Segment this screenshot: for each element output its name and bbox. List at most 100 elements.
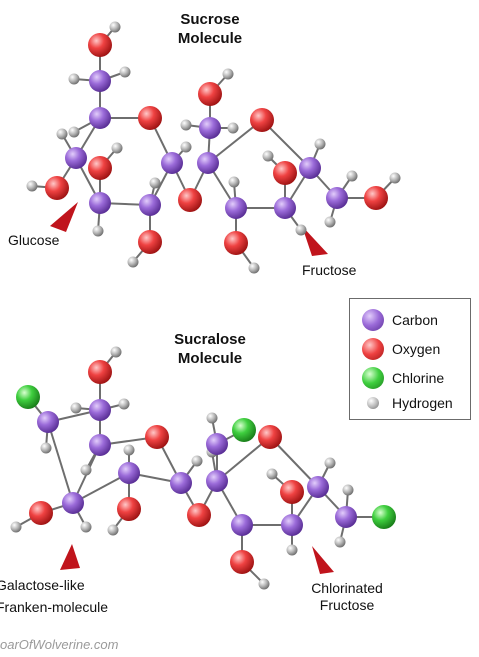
sucrose-hydrogen-atom bbox=[324, 216, 336, 228]
sucrose-oxygen-atom bbox=[250, 108, 274, 132]
chlorinated-label-line2: Fructose bbox=[319, 597, 375, 613]
legend-item-carbon: Carbon bbox=[362, 309, 438, 331]
sucralose-hydrogen-atom bbox=[206, 412, 218, 424]
sucrose-hydrogen-atom bbox=[262, 150, 274, 162]
sucrose-carbon-atom bbox=[299, 157, 321, 179]
sucralose-bond bbox=[47, 421, 74, 504]
sucralose-carbon-atom bbox=[170, 472, 192, 494]
sucrose-carbon-atom bbox=[89, 107, 111, 129]
sucralose-oxygen-atom bbox=[187, 503, 211, 527]
sucrose-oxygen-atom bbox=[364, 186, 388, 210]
sucralose-oxygen-atom bbox=[258, 425, 282, 449]
sucrose-oxygen-atom bbox=[88, 156, 112, 180]
sucrose-hydrogen-atom bbox=[222, 68, 234, 80]
sucrose-hydrogen-atom bbox=[109, 21, 121, 33]
galactose-label-line1: Galactose-like bbox=[0, 577, 85, 593]
sucrose-title: Sucrose Molecule bbox=[150, 10, 270, 48]
sucrose-oxygen-atom bbox=[138, 106, 162, 130]
hydrogen-swatch-icon bbox=[367, 397, 379, 409]
sucralose-oxygen-atom bbox=[230, 550, 254, 574]
sucrose-hydrogen-atom bbox=[314, 138, 326, 150]
sucralose-carbon-atom bbox=[307, 476, 329, 498]
sucralose-title: Sucralose Molecule bbox=[150, 330, 270, 368]
sucrose-carbon-atom bbox=[225, 197, 247, 219]
legend-item-oxygen: Oxygen bbox=[362, 338, 440, 360]
sucrose-title-line2: Molecule bbox=[177, 30, 243, 47]
sucrose-hydrogen-atom bbox=[68, 73, 80, 85]
sucrose-hydrogen-atom bbox=[92, 225, 104, 237]
sucrose-carbon-atom bbox=[199, 117, 221, 139]
sucralose-carbon-atom bbox=[118, 462, 140, 484]
sucralose-hydrogen-atom bbox=[191, 455, 203, 467]
sucralose-chlorine-atom bbox=[372, 505, 396, 529]
sucrose-hydrogen-atom bbox=[389, 172, 401, 184]
sucralose-carbon-atom bbox=[37, 411, 59, 433]
fructose-label: Fructose bbox=[302, 262, 357, 278]
legend-label-chlorine: Chlorine bbox=[392, 370, 445, 386]
sucrose-hydrogen-atom bbox=[119, 66, 131, 78]
sucralose-hydrogen-atom bbox=[334, 536, 346, 548]
sucrose-oxygen-atom bbox=[138, 230, 162, 254]
chlorinated-pointer-icon bbox=[312, 546, 334, 574]
sucralose-oxygen-atom bbox=[117, 497, 141, 521]
oxygen-swatch-icon bbox=[362, 338, 384, 360]
sucralose-carbon-atom bbox=[89, 434, 111, 456]
sucrose-carbon-atom bbox=[161, 152, 183, 174]
sucralose-title-line1: Sucralose bbox=[174, 331, 246, 348]
sucrose-carbon-atom bbox=[89, 70, 111, 92]
sucralose-carbon-atom bbox=[335, 506, 357, 528]
chlorinated-label-line1: Chlorinated bbox=[311, 580, 383, 596]
galactose-pointer-icon bbox=[60, 544, 80, 570]
watermark: oarOfWolverine.com bbox=[0, 637, 119, 652]
sucralose-oxygen-atom bbox=[29, 501, 53, 525]
sucralose-carbon-atom bbox=[89, 399, 111, 421]
sucrose-carbon-atom bbox=[65, 147, 87, 169]
sucralose-hydrogen-atom bbox=[258, 578, 270, 590]
sucrose-hydrogen-atom bbox=[346, 170, 358, 182]
sucrose-oxygen-atom bbox=[224, 231, 248, 255]
sucralose-carbon-atom bbox=[206, 470, 228, 492]
atoms-layer bbox=[10, 21, 401, 590]
sucrose-oxygen-atom bbox=[45, 176, 69, 200]
sucrose-hydrogen-atom bbox=[26, 180, 38, 192]
sucralose-oxygen-atom bbox=[145, 425, 169, 449]
sucrose-oxygen-atom bbox=[198, 82, 222, 106]
carbon-swatch-icon bbox=[362, 309, 384, 331]
sucrose-carbon-atom bbox=[326, 187, 348, 209]
sucralose-carbon-atom bbox=[231, 514, 253, 536]
sucrose-hydrogen-atom bbox=[228, 176, 240, 188]
sucrose-carbon-atom bbox=[274, 197, 296, 219]
sucralose-carbon-atom bbox=[62, 492, 84, 514]
sucralose-chlorine-atom bbox=[16, 385, 40, 409]
sucrose-hydrogen-atom bbox=[180, 119, 192, 131]
sucralose-hydrogen-atom bbox=[324, 457, 336, 469]
sucralose-hydrogen-atom bbox=[118, 398, 130, 410]
chlorine-swatch-icon bbox=[362, 367, 384, 389]
sucralose-carbon-atom bbox=[206, 433, 228, 455]
sucrose-carbon-atom bbox=[197, 152, 219, 174]
legend-label-carbon: Carbon bbox=[392, 312, 438, 328]
galactose-label-line2: Franken-molecule bbox=[0, 599, 109, 615]
sucralose-oxygen-atom bbox=[88, 360, 112, 384]
sucrose-hydrogen-atom bbox=[56, 128, 68, 140]
sucralose-hydrogen-atom bbox=[266, 468, 278, 480]
sucralose-hydrogen-atom bbox=[80, 521, 92, 533]
sucralose-hydrogen-atom bbox=[10, 521, 22, 533]
glucose-pointer-icon bbox=[50, 202, 78, 232]
sucrose-hydrogen-atom bbox=[248, 262, 260, 274]
sucralose-hydrogen-atom bbox=[70, 402, 82, 414]
sucralose-carbon-atom bbox=[281, 514, 303, 536]
legend-label-oxygen: Oxygen bbox=[392, 341, 441, 357]
sucrose-carbon-atom bbox=[89, 192, 111, 214]
sucralose-hydrogen-atom bbox=[107, 524, 119, 536]
sucralose-hydrogen-atom bbox=[80, 464, 92, 476]
sucralose-title-line2: Molecule bbox=[177, 350, 243, 367]
sucralose-hydrogen-atom bbox=[110, 346, 122, 358]
sucralose-hydrogen-atom bbox=[342, 484, 354, 496]
sucrose-carbon-atom bbox=[139, 194, 161, 216]
sucrose-hydrogen-atom bbox=[127, 256, 139, 268]
pointers-layer bbox=[50, 202, 334, 574]
sucrose-title-line1: Sucrose bbox=[180, 11, 240, 28]
legend-item-hydrogen: Hydrogen bbox=[362, 392, 453, 414]
